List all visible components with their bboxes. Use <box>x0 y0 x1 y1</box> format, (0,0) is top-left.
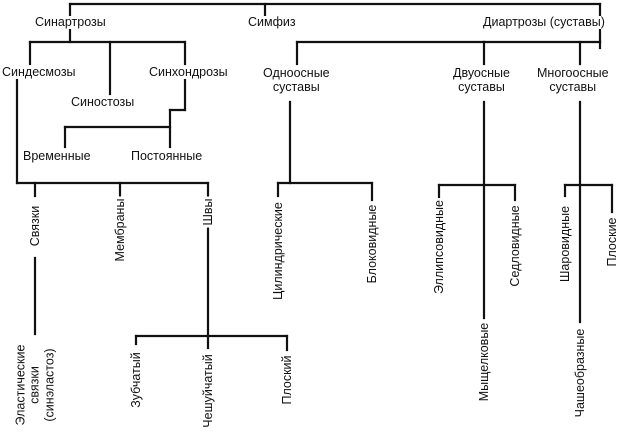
node-ellipsovidnye: Эллипсовидные <box>431 197 446 297</box>
node-blokovidnye: Блоковидные <box>364 202 379 286</box>
node-sindesmozy: Синдесмозы <box>1 65 77 79</box>
node-sedlovidnye: Седловидные <box>507 203 522 289</box>
node-elasticheskie: Эластические связки (синэластоз) <box>13 344 57 426</box>
node-chashevidnye: Чашеобразные <box>572 326 587 420</box>
node-sinkhondrozy: Синхондрозы <box>148 65 229 79</box>
node-cheshuichatyi: Чешуйчатый <box>200 352 215 430</box>
node-dvuosnye: Двуосные суставы <box>452 66 511 95</box>
node-mnogoosnye: Многоосные суставы <box>536 66 610 95</box>
node-sinartrozy: Синартрозы <box>34 15 107 29</box>
node-zubchatyi: Зубчатый <box>128 350 143 410</box>
node-vremennye: Временные <box>22 149 92 163</box>
node-postoyannye: Постоянные <box>130 149 204 163</box>
node-ploskie: Плоские <box>604 215 617 269</box>
node-sharovidnye: Шаровидные <box>557 203 572 285</box>
node-ploskii: Плоский <box>279 353 294 407</box>
node-odnoosnye: Одноосные суставы <box>262 66 331 95</box>
node-myshelkovye: Мыщелковые <box>476 320 491 404</box>
node-shvy: Швы <box>200 196 215 228</box>
node-sinostozy: Синостозы <box>70 95 136 109</box>
node-svyazki: Связки <box>27 203 42 249</box>
node-membrany: Мембраны <box>112 196 127 264</box>
node-diartrozy: Диартрозы (суставы) <box>482 15 606 29</box>
node-tsilindricheskie: Цилиндрические <box>270 200 285 302</box>
node-simfiz: Симфиз <box>247 15 297 29</box>
